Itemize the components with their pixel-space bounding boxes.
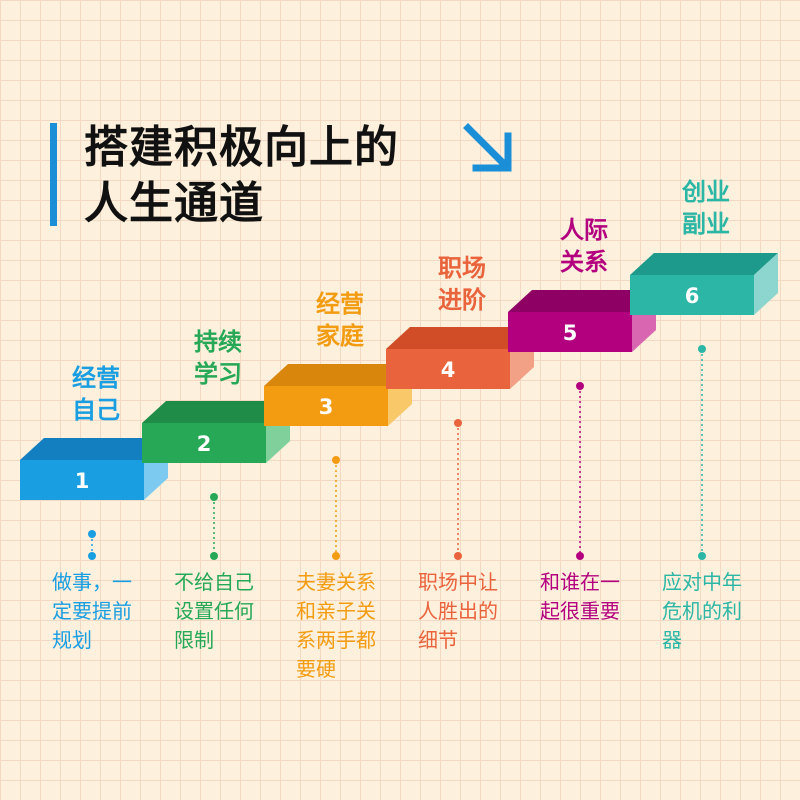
- step-description-line: 要硬: [296, 657, 336, 681]
- step-number: 2: [197, 432, 212, 456]
- step-description-line: 器: [662, 628, 682, 652]
- connector-dot-top: [576, 382, 584, 390]
- connector-dot-top: [210, 493, 218, 501]
- step-front-face: [630, 275, 754, 315]
- step-block-3: 3: [264, 364, 412, 560]
- step-description-line: 不给自己: [174, 570, 254, 594]
- connector-dot-bottom: [88, 552, 96, 560]
- step-title-line: 学习: [194, 360, 242, 388]
- step-top-face: [142, 401, 290, 423]
- step-block-5: 5: [508, 290, 656, 560]
- step-description-line: 限制: [174, 628, 214, 652]
- step-top-face: [386, 327, 534, 349]
- step-number: 5: [563, 321, 578, 345]
- arrow-down-right-icon: [463, 123, 512, 172]
- step-title-line: 副业: [682, 210, 730, 238]
- step-description-2: 不给自己设置任何限制: [174, 568, 299, 655]
- connector-dot-top: [332, 456, 340, 464]
- page-title-line-2: 人生通道: [84, 178, 264, 229]
- step-front-face: [508, 312, 632, 352]
- step-front-face: [142, 423, 266, 463]
- step-description-line: 夫妻关系: [296, 570, 376, 594]
- title-accent-bar: [50, 123, 57, 226]
- connector-dot-top: [454, 419, 462, 427]
- step-side-face: [754, 253, 778, 315]
- step-title-6: 创业副业: [664, 176, 748, 240]
- step-title-4: 职场进阶: [420, 252, 504, 316]
- step-number: 6: [685, 284, 700, 308]
- step-description-line: 和亲子关: [296, 599, 376, 623]
- step-number: 4: [441, 358, 456, 382]
- step-title-line: 人际: [560, 216, 608, 244]
- step-title-5: 人际关系: [542, 214, 626, 278]
- step-front-face: [264, 386, 388, 426]
- step-description-line: 危机的利: [662, 599, 742, 623]
- step-title-2: 持续学习: [176, 326, 260, 390]
- connector-dot-bottom: [332, 552, 340, 560]
- step-description-1: 做事，一定要提前规划: [52, 568, 177, 655]
- step-title-line: 持续: [194, 328, 242, 356]
- connector-dot-bottom: [576, 552, 584, 560]
- step-description-3: 夫妻关系和亲子关系两手都要硬: [296, 568, 421, 684]
- step-description-line: 细节: [418, 628, 458, 652]
- step-top-face: [630, 253, 778, 275]
- step-title-line: 进阶: [438, 286, 486, 314]
- step-title-line: 经营: [316, 290, 364, 318]
- step-description-line: 职场中让: [418, 570, 498, 594]
- step-description-line: 应对中年: [662, 570, 742, 594]
- step-description-5: 和谁在一起很重要: [540, 568, 665, 626]
- step-top-face: [508, 290, 656, 312]
- connector-dot-bottom: [698, 552, 706, 560]
- step-description-line: 做事，一: [52, 570, 132, 594]
- step-description-line: 起很重要: [540, 599, 620, 623]
- step-description-line: 人胜出的: [418, 599, 498, 623]
- step-title-1: 经营自己: [54, 362, 138, 426]
- step-number: 3: [319, 395, 334, 419]
- step-title-line: 经营: [72, 364, 120, 392]
- step-block-4: 4: [386, 327, 534, 560]
- step-description-line: 定要提前: [52, 599, 132, 623]
- step-description-line: 规划: [52, 628, 92, 652]
- step-block-1: 1: [20, 438, 168, 560]
- connector-dot-top: [88, 530, 96, 538]
- step-description-line: 和谁在一: [540, 570, 620, 594]
- step-top-face: [20, 438, 168, 460]
- step-title-line: 职场: [438, 254, 486, 282]
- step-block-6: 6: [630, 253, 778, 560]
- step-front-face: [20, 460, 144, 500]
- step-description-6: 应对中年危机的利器: [662, 568, 787, 655]
- step-title-3: 经营家庭: [298, 288, 382, 352]
- step-description-line: 设置任何: [174, 599, 254, 623]
- connector-dot-bottom: [210, 552, 218, 560]
- step-top-face: [264, 364, 412, 386]
- step-number: 1: [75, 469, 90, 493]
- step-front-face: [386, 349, 510, 389]
- step-title-line: 关系: [560, 248, 608, 276]
- page-title-line-1: 搭建积极向上的: [84, 122, 399, 173]
- step-description-4: 职场中让人胜出的细节: [418, 568, 543, 655]
- step-title-line: 创业: [682, 178, 730, 206]
- step-title-line: 家庭: [316, 322, 364, 350]
- step-title-line: 自己: [72, 396, 120, 424]
- connector-dot-bottom: [454, 552, 462, 560]
- connector-dot-top: [698, 345, 706, 353]
- step-description-line: 系两手都: [296, 628, 376, 652]
